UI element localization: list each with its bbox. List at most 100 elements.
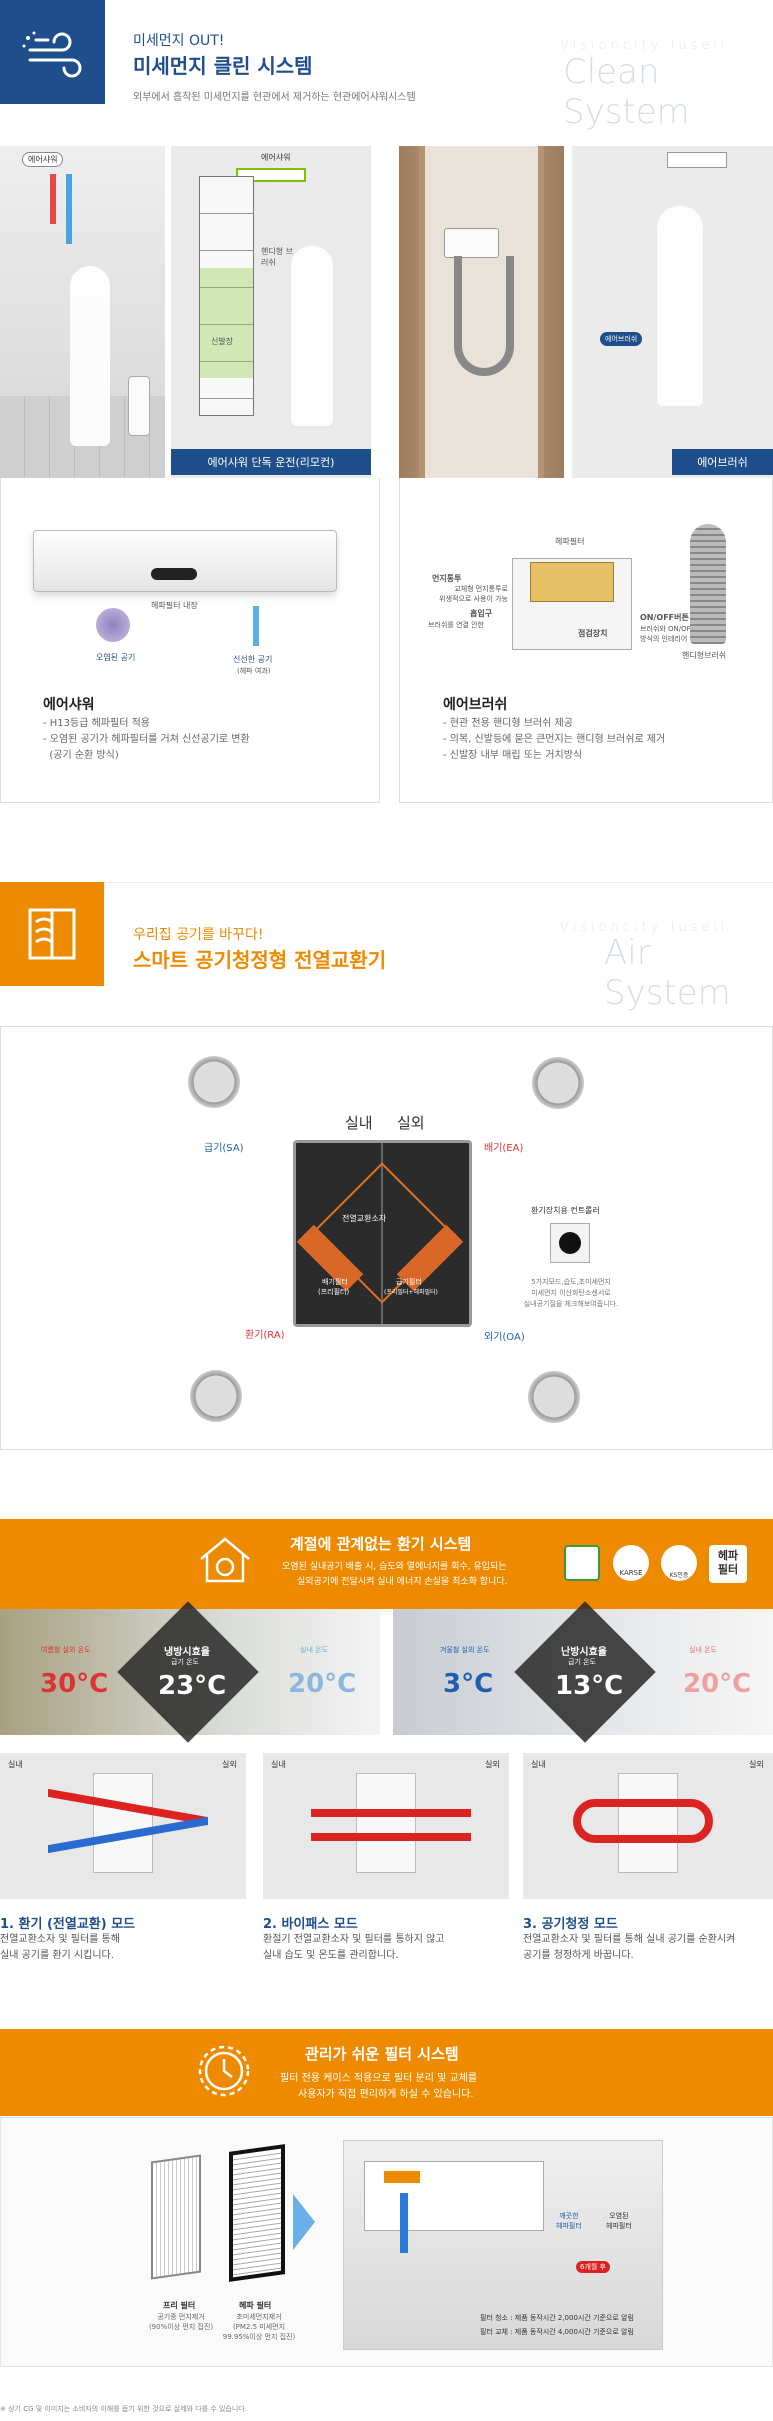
- bg-subtitle: Visioncity Iuseil: [560, 38, 729, 53]
- outdoor-label: 실외: [397, 1114, 425, 1132]
- six-months-tag: 6개월 후: [576, 2261, 610, 2273]
- air-shower-line-1: - H13등급 헤파필터 적용: [43, 718, 150, 729]
- air-brush-title: 에어브러쉬: [443, 697, 508, 713]
- summer-mid-sub: 급기 온도: [171, 1658, 199, 1666]
- section-desc: 외부에서 흡착된 미세먼지를 현관에서 제거하는 현관에어샤워시스템: [133, 92, 416, 103]
- bg-subtitle-2: Visioncity Iuseil: [560, 920, 729, 935]
- air-arrow-red: [50, 174, 56, 224]
- winter-in-temp: 20°C: [683, 1669, 752, 1699]
- section-title-2: 스마트 공기청정형 전열교환기: [133, 948, 387, 972]
- ceiling-label-2: 에어샤워: [261, 153, 291, 162]
- air-shower-line-3: (공기 순환 방식): [43, 750, 119, 761]
- mode1-line1: 전열교환소자 및 필터를 통해: [0, 1934, 120, 1945]
- brush-wall-unit: [444, 228, 499, 258]
- karse-badge: KARSE: [613, 1545, 649, 1581]
- fresh-air-sub: (헤파 여과): [237, 667, 271, 675]
- air-brush-line-1: - 현관 전용 핸디형 브러쉬 제공: [443, 718, 573, 729]
- handy-brush-label: 핸디형 브러쉬: [261, 247, 293, 267]
- shoe-cabinet-label: 신발장: [211, 337, 234, 346]
- blue-indicator: [400, 2193, 408, 2253]
- air-brush-tag: 에어브러쉬: [600, 332, 643, 346]
- oa-label: 외기(OA): [484, 1332, 525, 1343]
- remote-device: [128, 376, 150, 436]
- sa-label: 급기(SA): [204, 1143, 244, 1154]
- brush-hose: [454, 256, 514, 376]
- summer-mid-temp: 23°C: [158, 1671, 227, 1701]
- air-shower-line-2: - 오염된 공기가 헤파필터를 거쳐 신선공기로 변환: [43, 734, 250, 745]
- indoor-label: 실내: [345, 1114, 373, 1132]
- ea-label: 배기(EA): [484, 1143, 524, 1154]
- mode1-title: 1. 환기 (전열교환) 모드: [0, 1917, 136, 1932]
- mode1-in: 실내: [8, 1760, 23, 1769]
- air-brush-card: 헤파필터 먼지통투 교체형 먼지통투로 위생적으로 사용이 가능 흡입구 브러쉬…: [399, 478, 773, 803]
- bg-title: Clean System: [563, 52, 690, 132]
- core-label: 전열교환소자: [342, 1214, 387, 1223]
- filter2-sub: (프리필터+헤파필터): [384, 1289, 438, 1296]
- filter2-label: 급기필터: [396, 1278, 422, 1286]
- fresh-air-arrow: [253, 606, 259, 646]
- filter1-label: 배기필터: [322, 1278, 348, 1286]
- mode3-line1: 전열교환소자 및 필터를 통해 실내 공기를 순환시켜: [523, 1934, 736, 1945]
- hepa-filter-image: [229, 2144, 285, 2282]
- hepa-filter-label: 헤파필터 내장: [151, 601, 198, 610]
- controller-desc: 5가지모드,습도,초미세먼지 미세먼지 이산화탄소센서로 실내공기질을 체크해보…: [523, 1278, 619, 1308]
- filter-title: 관리가 쉬운 필터 시스템: [305, 2045, 459, 2063]
- ks-badge: KS인증: [661, 1545, 697, 1581]
- clean-system-icon-box: [0, 0, 105, 104]
- mode3-out: 실외: [749, 1760, 764, 1769]
- filter-note-2: 필터 교체 : 제품 동작시간 4,000시간 기준으로 알림: [480, 2328, 634, 2336]
- summer-mid-label: 냉방시효율: [164, 1647, 210, 1658]
- filter-desc-1: 필터 전용 케이스 적용으로 필터 분리 및 교체를: [280, 2073, 478, 2084]
- duct-ea: [532, 1057, 584, 1109]
- filter-replace-photo: 깨끗한 헤파필터 오염된 헤파필터 6개월 후 필터 청소 : 제품 동작시간 …: [343, 2140, 663, 2350]
- erv-unit: 전열교환소자 배기필터 (프리필터) 급기필터 (프리필터+헤파필터): [293, 1140, 472, 1327]
- winter-out-label: 겨울철 실외 온도: [440, 1646, 490, 1654]
- section-divider: [0, 882, 773, 883]
- mode2-arrow-red-2: [311, 1833, 471, 1841]
- air-brush-line-2: - 의복, 신발등에 묻은 큰먼지는 핸디형 브러쉬로 제거: [443, 734, 666, 745]
- mode2-line2: 실내 습도 및 온도를 관리합니다.: [263, 1950, 399, 1961]
- season-banner: 계절에 관계없는 환기 시스템 오염된 실내공기 배출 시, 습도와 열에너지를…: [0, 1519, 773, 1609]
- filter1-sub: (프리필터): [318, 1288, 350, 1296]
- duct-sa: [188, 1056, 240, 1108]
- winter-mid-label: 난방시효율: [561, 1647, 607, 1658]
- blue-arrow: [293, 2194, 315, 2250]
- cabinet-green-zone: [200, 268, 253, 378]
- person-silhouette-3: [657, 206, 703, 406]
- mode1-line2: 실내 공기를 환기 시킵니다.: [0, 1950, 114, 1961]
- filter-panel: 프리 필터 공기중 먼지제거 (90%이상 먼지 집진) 헤파 필터 초미세먼지…: [0, 2117, 773, 2367]
- person-silhouette-2: [291, 246, 333, 426]
- season-title: 계절에 관계없는 환기 시스템: [290, 1535, 472, 1553]
- polluted-air-label: 오염된 공기: [96, 653, 136, 662]
- onoff-sub: 브러쉬와 ON/OFF 방식의 인테리어: [640, 625, 695, 643]
- hepa-badge: 헤파 필터: [709, 1545, 747, 1583]
- polluted-air-icon: [96, 608, 130, 642]
- section-kicker-2: 우리집 공기를 바꾸다!: [133, 927, 264, 943]
- section-kicker: 미세먼지 OUT!: [133, 33, 225, 49]
- summer-in-label: 실내 온도: [300, 1646, 328, 1654]
- season-desc-1: 오염된 실내공기 배출 시, 습도와 열에너지를 회수, 유입되는: [282, 1562, 507, 1572]
- mode2-title: 2. 바이패스 모드: [263, 1917, 358, 1932]
- summer-panel: 여름철 실외 온도 30°C 냉방시효율 급기 온도 23°C 실내 온도 20…: [0, 1601, 380, 1743]
- summer-in-temp: 20°C: [288, 1669, 357, 1699]
- mode3-in: 실내: [531, 1760, 546, 1769]
- hepa-filter-label: 헤파 필터: [239, 2301, 272, 2310]
- inlet-label: 흡입구: [470, 609, 493, 618]
- air-shower-room-photo: 에어샤워: [0, 146, 165, 478]
- air-shower-unit: [33, 530, 337, 592]
- pre-filter-sub: 공기중 먼지제거 (90%이상 먼지 집진): [148, 2313, 214, 2331]
- hepa-filter-sub: 초미세먼지제거 (PM2.5 미세먼지 99.95%이상 먼지 집진): [222, 2313, 296, 2341]
- bg-title-2: Air System: [604, 933, 731, 1013]
- controller-title: 환기장치용 컨트롤러: [531, 1206, 600, 1215]
- winter-mid-sub: 급기 온도: [568, 1658, 596, 1666]
- air-arrow-blue: [66, 174, 72, 244]
- air-shower-card: 헤파필터 내장 오염된 공기 신선한 공기 (헤파 여과) 에어샤워 - H13…: [0, 478, 380, 803]
- mode2-out: 실외: [485, 1760, 500, 1769]
- inlet-sub: 브러쉬를 연결 안한: [428, 621, 484, 629]
- mode-panel-2: 실내 실외: [263, 1753, 509, 1899]
- onoff-label: ON/OFF버튼: [640, 613, 689, 622]
- left-photo-caption: 에어샤워 단독 운전(리모컨): [171, 449, 371, 475]
- pre-filter-image: [151, 2154, 201, 2280]
- right-photo-caption: 에어브러쉬: [672, 449, 773, 475]
- handy-brush-caption: 핸디형브러쉬: [682, 651, 727, 660]
